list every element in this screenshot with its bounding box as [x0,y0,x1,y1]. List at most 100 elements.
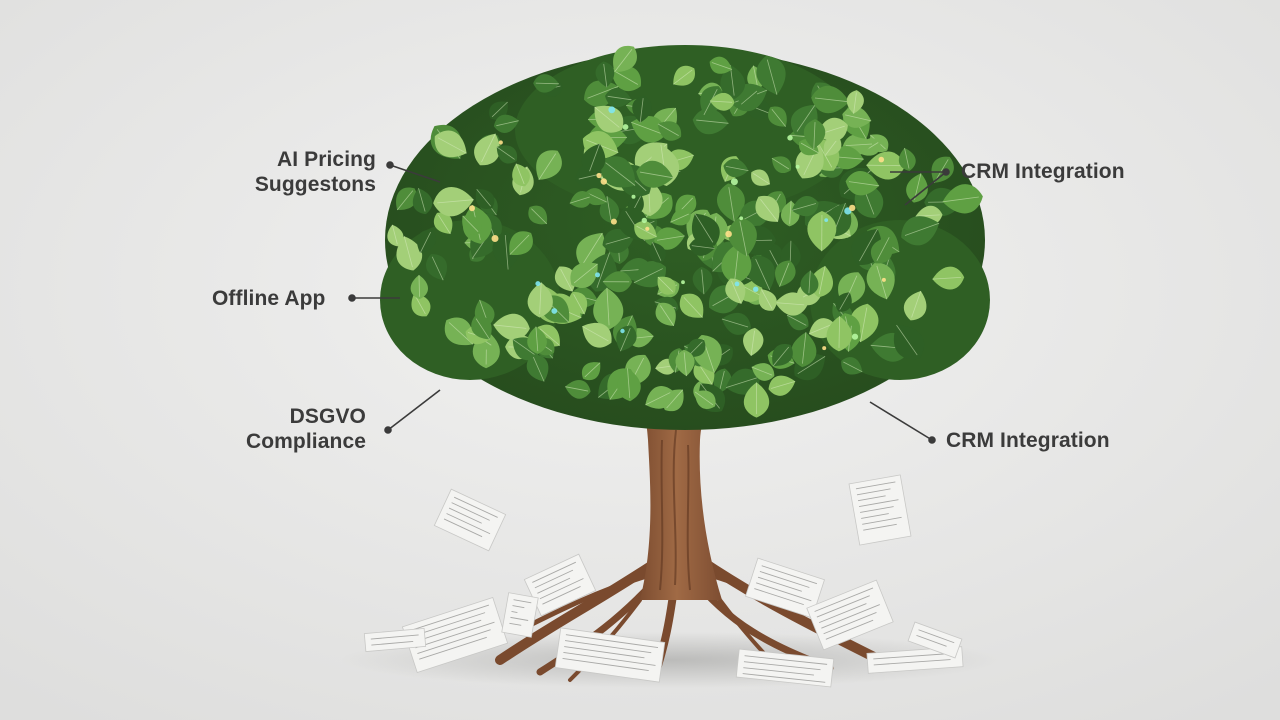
leaf [634,221,657,240]
leaf-vein [605,162,636,186]
glow-light [787,135,793,141]
glow-light [596,172,602,179]
leaf-vein [584,362,601,378]
paper-sheet [907,621,963,659]
leaf-vein [539,282,542,314]
leaf-vein [573,294,585,315]
leaf-vein [396,190,414,211]
glow-light [469,205,475,212]
leaf-vein [659,305,675,327]
leaf-vein [753,65,759,88]
paper-sheet [401,596,509,674]
leaf-vein [418,188,426,212]
leaf-vein [739,221,748,257]
glow-light [881,277,886,282]
leaf [721,312,751,335]
leaf-vein [876,237,890,261]
leaf [655,302,676,326]
paper-sheet [745,557,825,619]
leaf-vein [437,137,467,154]
paper-sheet [848,474,912,546]
leaf-vein [932,277,962,280]
leaf [871,237,893,264]
leaf-vein [797,356,826,375]
leaf-vein [904,147,910,169]
glow-light [491,235,499,242]
leaf [670,209,691,226]
leaf [725,278,746,304]
leaf-vein [771,157,790,170]
glow-light [608,106,616,114]
leaf-vein [683,297,703,318]
leaf-vein [532,356,545,382]
leaf [751,363,775,381]
leaf [601,156,636,188]
connector-dot-offline-app [348,294,356,302]
canopy [380,45,990,430]
glow-light [851,333,859,340]
scattered-papers [363,474,964,688]
leaf-vein [403,236,413,268]
leaf-vein [587,86,619,99]
leaf-vein [666,389,684,409]
leaf-vein [914,173,922,200]
glow-light [610,218,617,225]
leaf-vein [636,225,657,238]
leaf [931,156,954,183]
leaf-vein [607,95,632,101]
label-crm-integration-top: CRM Integration [961,160,1125,183]
leaf [411,293,431,317]
leaf-vein [915,214,940,217]
glow-light [878,156,885,163]
leaf-vein [694,391,714,406]
leaf [747,255,775,290]
connector-ai-pricing [389,164,441,183]
leaf-vein [838,316,840,348]
leaf-vein [725,165,749,171]
leaf [417,229,437,253]
leaf-vein [573,263,598,284]
leaf-vein [942,196,979,203]
paper-sheet [554,627,666,683]
leaf-vein [620,327,631,352]
leaf-vein [509,234,530,255]
leaf-vein [761,289,773,309]
leaf-vein [633,268,663,284]
leaf-vein [760,199,779,223]
leaf-vein [709,100,733,103]
paper-sheet [433,488,507,552]
leaf-vein [419,231,432,254]
leaf [526,354,549,382]
leaf-vein [808,270,811,294]
leaf-vein [431,256,444,281]
glow-light [595,272,600,278]
leaf-vein [766,59,778,95]
leaf [657,121,682,141]
leaf-vein [859,228,878,262]
leaf [434,130,467,158]
glow-light [498,140,503,145]
leaf-vein [596,252,610,288]
leaf [649,242,666,263]
leaf [581,143,606,175]
leaf [611,65,641,91]
leaf-vein [771,381,796,389]
leaf-vein [496,146,515,160]
leaf-vein [538,153,557,181]
leaf [631,116,666,143]
leaf-vein [775,302,805,306]
leaf-vein [582,325,609,342]
leaf-vein [493,324,527,329]
connector-dot-crm-bottom [928,436,936,444]
leaf [841,357,863,375]
trunk-grain [659,429,691,591]
leaf [758,289,777,311]
leaf-vein [818,265,826,295]
leaf-vein [535,82,559,85]
paper-sheet [866,646,964,674]
leaf-vein [504,235,509,270]
leaf-vein [437,199,474,204]
leaf-vein [876,265,888,300]
leaf-vein [848,181,880,187]
leaf-vein [740,90,758,105]
